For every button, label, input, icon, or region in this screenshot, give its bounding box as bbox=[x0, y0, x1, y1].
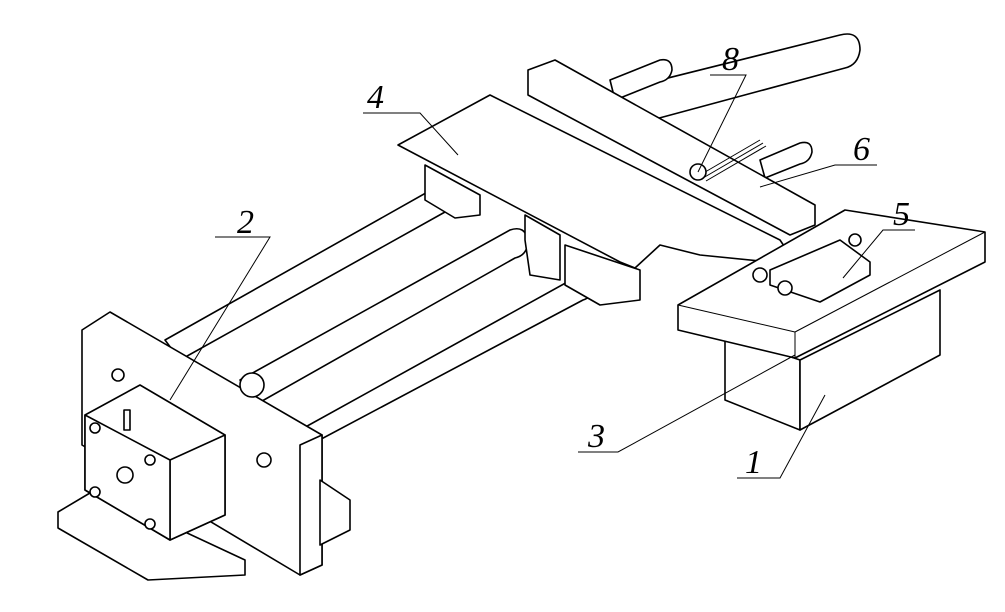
rear-bracket bbox=[527, 59, 816, 236]
leader-lines bbox=[169, 74, 915, 479]
callout-1: 1 bbox=[745, 444, 762, 481]
stepper-motor bbox=[84, 384, 226, 541]
leader-5 bbox=[842, 229, 915, 279]
carriage-plate bbox=[397, 94, 791, 269]
callout-2: 2 bbox=[237, 204, 254, 241]
callout-4: 4 bbox=[367, 79, 384, 116]
callout-3: 3 bbox=[587, 418, 605, 455]
callout-8: 8 bbox=[722, 41, 739, 78]
leader-1 bbox=[737, 394, 826, 479]
leader-2 bbox=[169, 236, 271, 401]
callout-5: 5 bbox=[893, 196, 910, 233]
leader-8 bbox=[697, 74, 747, 173]
slider-block bbox=[752, 233, 871, 303]
leader-3 bbox=[578, 354, 796, 453]
guide-rods-rear bbox=[599, 33, 861, 179]
callout-6: 6 bbox=[853, 131, 870, 168]
main-rods bbox=[164, 182, 596, 446]
leader-6 bbox=[759, 164, 877, 188]
leader-4 bbox=[363, 112, 459, 156]
bearing-blocks bbox=[424, 164, 641, 306]
